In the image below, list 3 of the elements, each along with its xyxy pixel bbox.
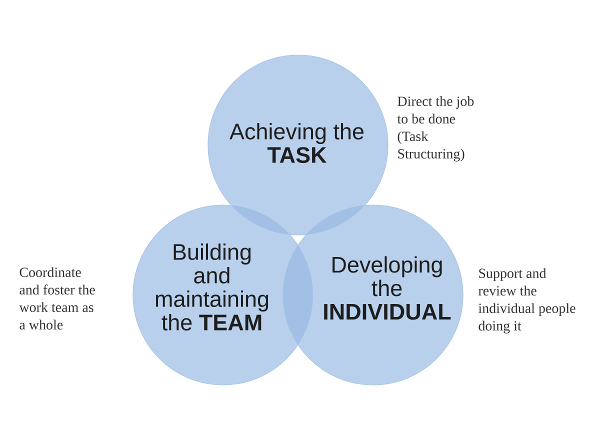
description-text: Support and review the individual people doing it — [478, 268, 576, 334]
description-text: Coordinate and foster the work team as a whole — [19, 267, 95, 330]
description-text: Direct the job to be done (Task Structuring) — [397, 96, 474, 162]
